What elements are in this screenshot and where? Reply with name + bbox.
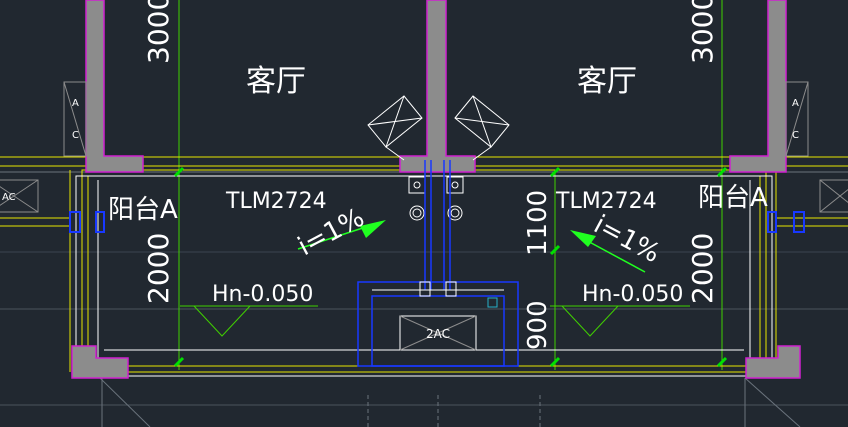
column-bottom-right xyxy=(745,345,801,379)
room-label-right: 客厅 xyxy=(577,64,637,99)
slope-arrows xyxy=(297,220,646,273)
dim-2000-right: 2000 xyxy=(686,233,719,304)
ac-left-label: AC xyxy=(2,192,16,203)
level-marks xyxy=(180,305,690,337)
vent-right xyxy=(454,95,510,161)
ac-enclosure xyxy=(357,281,519,367)
balcony-label-right: 阳台A xyxy=(698,183,768,213)
drain-pipes xyxy=(408,176,464,221)
ac-center-label: 2AC xyxy=(426,327,450,341)
level-label-left: Hn-0.050 xyxy=(212,282,313,307)
slope-label-right: i=1% xyxy=(589,210,665,269)
wall-center xyxy=(399,0,476,173)
column-bottom-left xyxy=(71,345,129,379)
side-connectors xyxy=(69,211,805,233)
dim-2000-left: 2000 xyxy=(142,233,175,304)
vent-left xyxy=(367,95,423,161)
door-code-left: TLM2724 xyxy=(225,189,327,214)
vertical-pipes xyxy=(424,160,451,290)
ac-frame-right-bottom: C xyxy=(792,130,799,141)
wall-right xyxy=(729,0,787,173)
window-frame-right xyxy=(785,81,809,157)
balcony-label-left: 阳台A xyxy=(108,195,178,225)
window-frame-left xyxy=(63,81,87,157)
ac-unit-left xyxy=(0,179,39,213)
dim-3000-left: 3000 xyxy=(142,0,175,64)
ac-unit-right xyxy=(819,179,848,213)
dim-900: 900 xyxy=(523,300,553,350)
wall-left xyxy=(85,0,144,173)
dimension-ticks xyxy=(173,166,728,368)
railing xyxy=(75,175,773,377)
walls xyxy=(71,0,801,379)
room-label-left: 客厅 xyxy=(246,64,306,99)
ac-frame-right-top: A xyxy=(792,98,799,109)
dim-1100: 1100 xyxy=(523,190,553,256)
level-label-right: Hn-0.050 xyxy=(582,282,683,307)
dim-3000-right: 3000 xyxy=(686,0,719,64)
ac-frame-left-bottom: C xyxy=(72,130,79,141)
door-code-right: TLM2724 xyxy=(555,189,657,214)
ac-frame-left-top: A xyxy=(72,98,79,109)
